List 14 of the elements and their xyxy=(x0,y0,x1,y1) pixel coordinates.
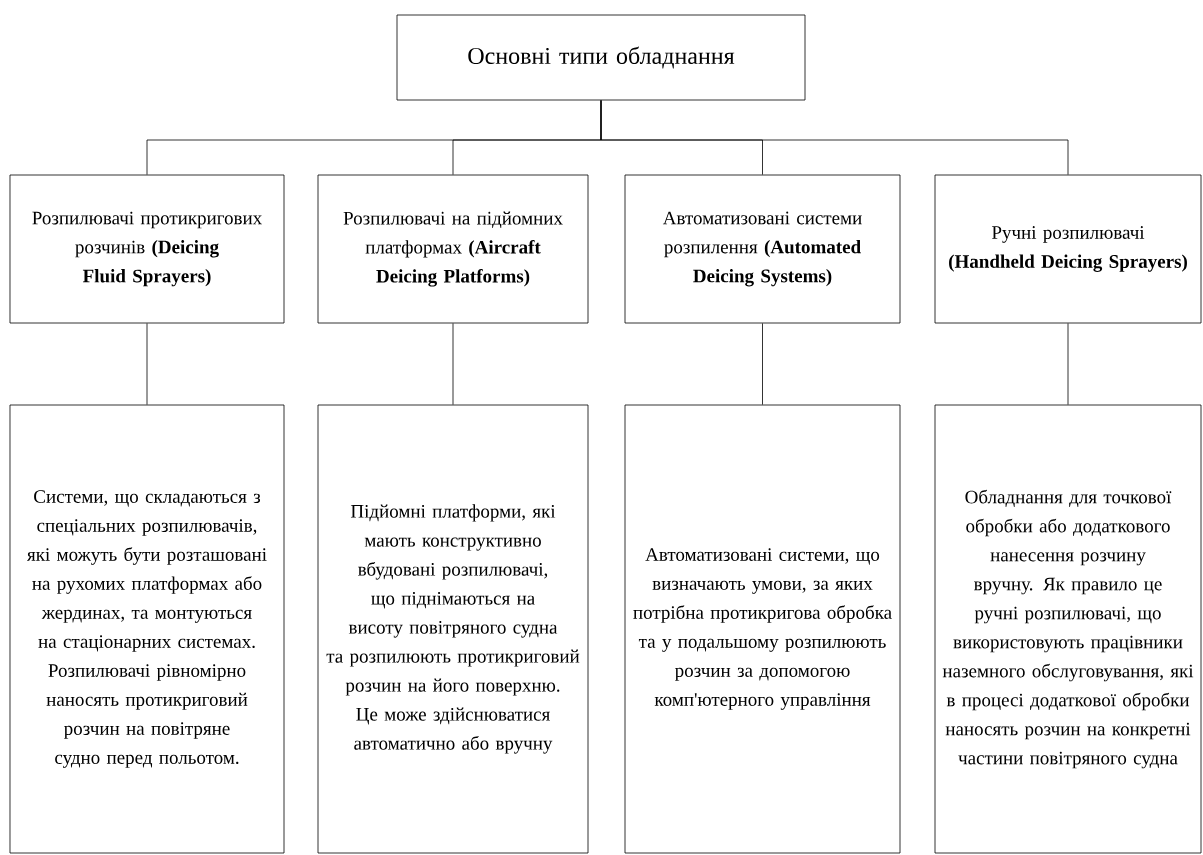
description-box: Системи, що складаються з спеціальних розпилювачів, які можуть бути розташовані на рухомих платформах або жердинах, та монтуються на стаціонарних системах. Розпилювачі рівномірно наносять протикриговий розчин на повітряне судно перед польотом. xyxy=(9,404,285,854)
connector-line xyxy=(600,100,1069,175)
description-box: Обладнання для точкової обробки або додаткового нанесення розчину вручну. Як правило це ручні розпилювачі, що використовують працівники наземного обслуговування, які в процесі додаткової обробки наносять розчин на конкретні частини повітряного судна xyxy=(934,404,1202,854)
category-box: Ручні розпилювачі (Handheld Deicing Sprayers) xyxy=(934,174,1202,324)
connector-line xyxy=(146,323,148,405)
connector-line xyxy=(452,323,454,405)
connector-line xyxy=(1067,323,1069,405)
description-box: Автоматизовані системи, що визначають умови, за яких потрібна протикригова обробка та у подальшому розпилюють розчин за допомогою комп'ютерного управління xyxy=(624,404,901,854)
description-box: Підйомні платформи, які мають конструктивно вбудовані розпилювачі, що піднімаються на висоту повітряного судна та розпилюють протикриговий розчин на його поверхню. Це може здійснюватися автоматично або вручну xyxy=(317,404,589,854)
connector-line xyxy=(762,323,763,405)
category-box: Автоматизовані системи розпилення (Automated Deicing Systems) xyxy=(624,174,901,324)
category-box: Розпилювачі на підйомних платформах (Aircraft Deicing Platforms) xyxy=(317,174,589,324)
title-box: Основні типи обладнання xyxy=(396,14,806,101)
category-box: Розпилювачі протикригових розчинів (Deicing Fluid Sprayers) xyxy=(9,174,285,324)
